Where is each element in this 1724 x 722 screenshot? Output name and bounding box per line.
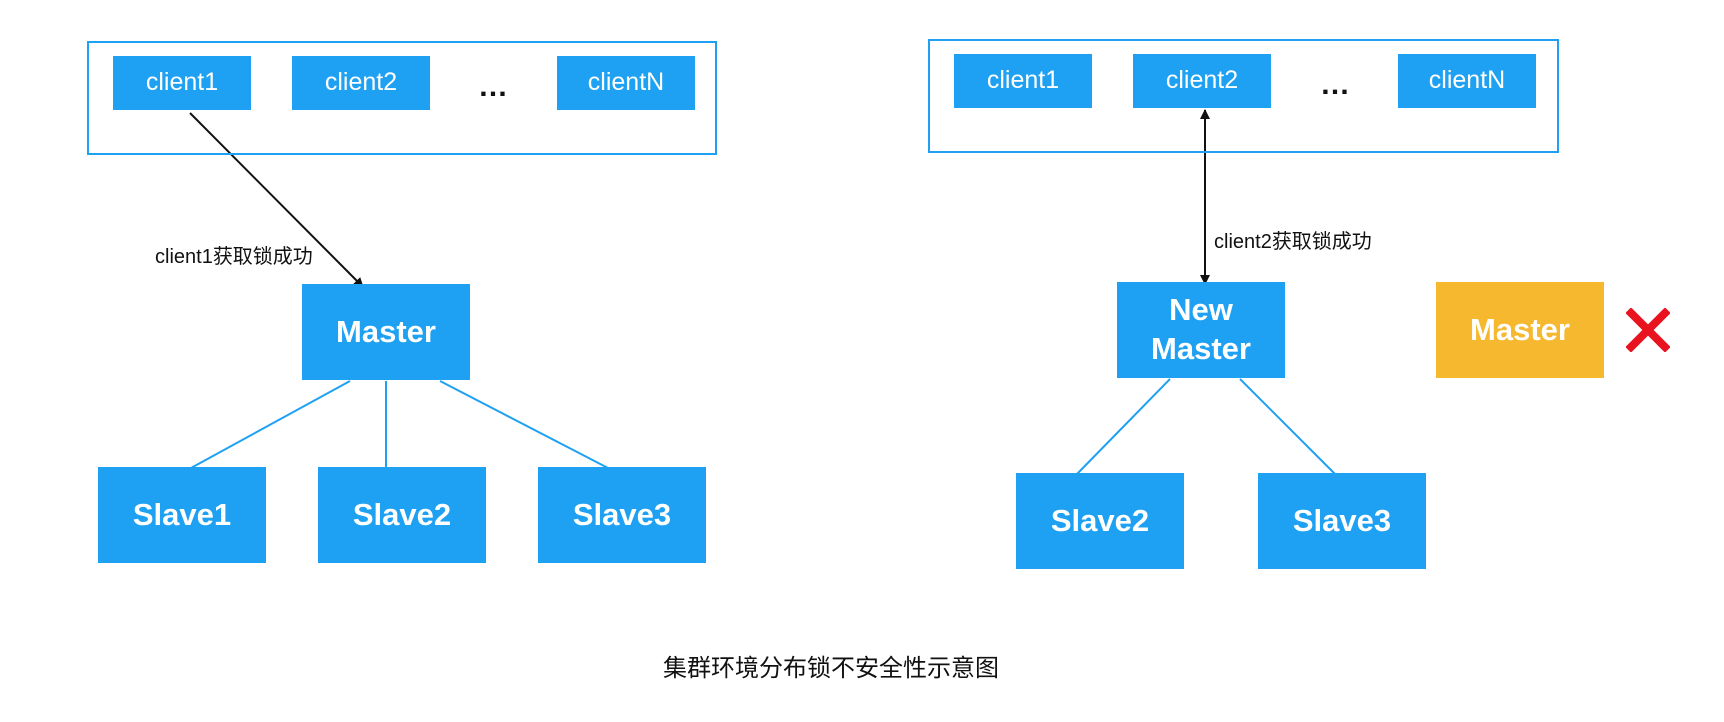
right-client-group (928, 39, 1559, 153)
left-client1-node: client1 (113, 56, 251, 110)
right-slave3-node: Slave3 (1258, 473, 1426, 569)
right-client1-node: client1 (954, 54, 1092, 108)
left-edge-master-slave3 (439, 380, 609, 469)
left-arrow-client1-to-master (189, 112, 364, 288)
left-edge-label: client1获取锁成功 (155, 246, 313, 268)
left-slave1-node: Slave1 (98, 467, 266, 563)
right-edge-newmaster-slave2 (1076, 378, 1171, 475)
left-client-group (87, 41, 717, 155)
right-clientN-node: clientN (1398, 54, 1536, 108)
right-new-master-node: New Master (1117, 282, 1285, 378)
cross-icon (1626, 308, 1670, 352)
left-master-node: Master (302, 284, 470, 380)
left-clientN-node: clientN (557, 56, 695, 110)
right-client-ellipsis: … (1320, 68, 1354, 101)
left-slave3-node: Slave3 (538, 467, 706, 563)
right-edge-label: client2获取锁成功 (1214, 231, 1372, 253)
right-client2-node: client2 (1133, 54, 1271, 108)
left-client2-node: client2 (292, 56, 430, 110)
right-slave2-node: Slave2 (1016, 473, 1184, 569)
left-slave2-node: Slave2 (318, 467, 486, 563)
figure-caption: 集群环境分布锁不安全性示意图 (663, 655, 999, 682)
left-client-ellipsis: … (478, 70, 512, 103)
right-edge-newmaster-slave3 (1239, 378, 1336, 475)
left-edge-master-slave1 (190, 380, 351, 469)
right-failed-master-node: Master (1436, 282, 1604, 378)
